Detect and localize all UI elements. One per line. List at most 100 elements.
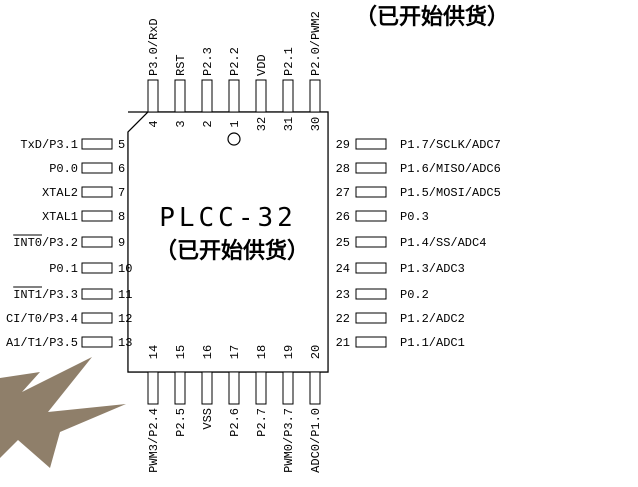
pin-number: 3 — [174, 120, 188, 127]
pin-number: 8 — [118, 210, 125, 224]
pin-top-2 — [201, 79, 213, 113]
pin-label: CI/T0/P3.4 — [6, 312, 78, 326]
status-text-top: （已开始供货） — [355, 4, 509, 30]
pin-label: P2.3 — [201, 47, 215, 76]
pin-left-13 — [81, 336, 113, 348]
pin-number: 13 — [118, 336, 132, 350]
pin-bottom-14 — [147, 371, 159, 405]
pin-bottom-19 — [282, 371, 294, 405]
pin-number: 11 — [118, 288, 132, 302]
pin-bottom-15 — [174, 371, 186, 405]
pin-label: PWM0/P3.7 — [282, 408, 296, 473]
pin-number: 12 — [118, 312, 132, 326]
pin-left-11 — [81, 288, 113, 300]
pin-label: P0.1 — [49, 262, 78, 276]
pin-label: ADC0/P1.0 — [309, 408, 323, 473]
pin-label: P1.5/MOSI/ADC5 — [400, 186, 501, 200]
pin-left-7 — [81, 186, 113, 198]
pin-label: P2.2 — [228, 47, 242, 76]
pin-right-22 — [355, 312, 387, 324]
pin-left-10 — [81, 262, 113, 274]
pin-top-32 — [255, 79, 267, 113]
pin-number: 18 — [255, 345, 269, 359]
pin-right-27 — [355, 186, 387, 198]
pin-top-1 — [228, 79, 240, 113]
status-text-center: （已开始供货） — [155, 238, 309, 264]
pin-top-4 — [147, 79, 159, 113]
pin-bottom-20 — [309, 371, 321, 405]
pin-top-31 — [282, 79, 294, 113]
pin-number: 21 — [336, 336, 350, 350]
pin-number: 31 — [282, 117, 296, 131]
pin1-marker — [227, 132, 241, 146]
pin-number: 27 — [336, 186, 350, 200]
pin-right-25 — [355, 236, 387, 248]
pin-label: P2.7 — [255, 408, 269, 437]
pin-right-28 — [355, 162, 387, 174]
pin-label: P1.6/MISO/ADC6 — [400, 162, 501, 176]
pin-top-3 — [174, 79, 186, 113]
pin-number: 15 — [174, 345, 188, 359]
pin-number: 14 — [147, 345, 161, 359]
pin-label: P2.1 — [282, 47, 296, 76]
pin-number: 26 — [336, 210, 350, 224]
pin-bottom-17 — [228, 371, 240, 405]
pin-label: VSS — [201, 408, 215, 430]
pin-label: XTAL2 — [42, 186, 78, 200]
pin-right-23 — [355, 288, 387, 300]
pin-number: 16 — [201, 345, 215, 359]
pin-bottom-16 — [201, 371, 213, 405]
pin-label: P3.0/RxD — [147, 18, 161, 76]
pin-top-30 — [309, 79, 321, 113]
pin-label: P0.2 — [400, 288, 429, 302]
chip-outline — [127, 111, 329, 373]
pin-label: TxD/P3.1 — [20, 138, 78, 152]
pin-right-26 — [355, 210, 387, 222]
pin-number: 1 — [228, 120, 242, 127]
pin-right-29 — [355, 138, 387, 150]
pin-left-8 — [81, 210, 113, 222]
pin-right-24 — [355, 262, 387, 274]
pin-label: INT0/P3.2 — [13, 236, 78, 250]
pin-label: P2.0/PWM2 — [309, 11, 323, 76]
pin-number: 28 — [336, 162, 350, 176]
pin-number: 25 — [336, 236, 350, 250]
pin-left-5 — [81, 138, 113, 150]
pin-number: 4 — [147, 120, 161, 127]
pin-left-6 — [81, 162, 113, 174]
pin-number: 5 — [118, 138, 125, 152]
pin-label: VDD — [255, 54, 269, 76]
pin-left-12 — [81, 312, 113, 324]
pin-number: 10 — [118, 262, 132, 276]
pins-layer: 4 P3.0/RxD 3 RST 2 P2.3 1 P2.2 32 VDD 31 P2.1 30 P2.0… — [6, 11, 501, 473]
pin-number: 2 — [201, 120, 215, 127]
pin-number: 22 — [336, 312, 350, 326]
pin-label: XTAL1 — [42, 210, 78, 224]
pin-label: A1/T1/P3.5 — [6, 336, 78, 350]
pin-label: P1.7/SCLK/ADC7 — [400, 138, 501, 152]
pin-number: 6 — [118, 162, 125, 176]
pin-number: 29 — [336, 138, 350, 152]
pin-left-9 — [81, 236, 113, 248]
starburst-decoration — [0, 357, 126, 468]
pin-label: P1.1/ADC1 — [400, 336, 465, 350]
pin-label: P0.0 — [49, 162, 78, 176]
pin-number: 20 — [309, 345, 323, 359]
pin-label: P1.2/ADC2 — [400, 312, 465, 326]
pin-label: P1.3/ADC3 — [400, 262, 465, 276]
pin-label: P0.3 — [400, 210, 429, 224]
pin-label: P2.5 — [174, 408, 188, 437]
pin-label: INT1/P3.3 — [13, 288, 78, 302]
pin-right-21 — [355, 336, 387, 348]
pin-number: 7 — [118, 186, 125, 200]
pin-number: 30 — [309, 117, 323, 131]
pin-label: P2.6 — [228, 408, 242, 437]
package-title: PLCC-32 — [159, 203, 297, 233]
pin-number: 24 — [336, 262, 350, 276]
pin-number: 17 — [228, 345, 242, 359]
pin-number: 19 — [282, 345, 296, 359]
pin-number: 32 — [255, 117, 269, 131]
pin-label: RST — [174, 54, 188, 76]
pin-number: 23 — [336, 288, 350, 302]
